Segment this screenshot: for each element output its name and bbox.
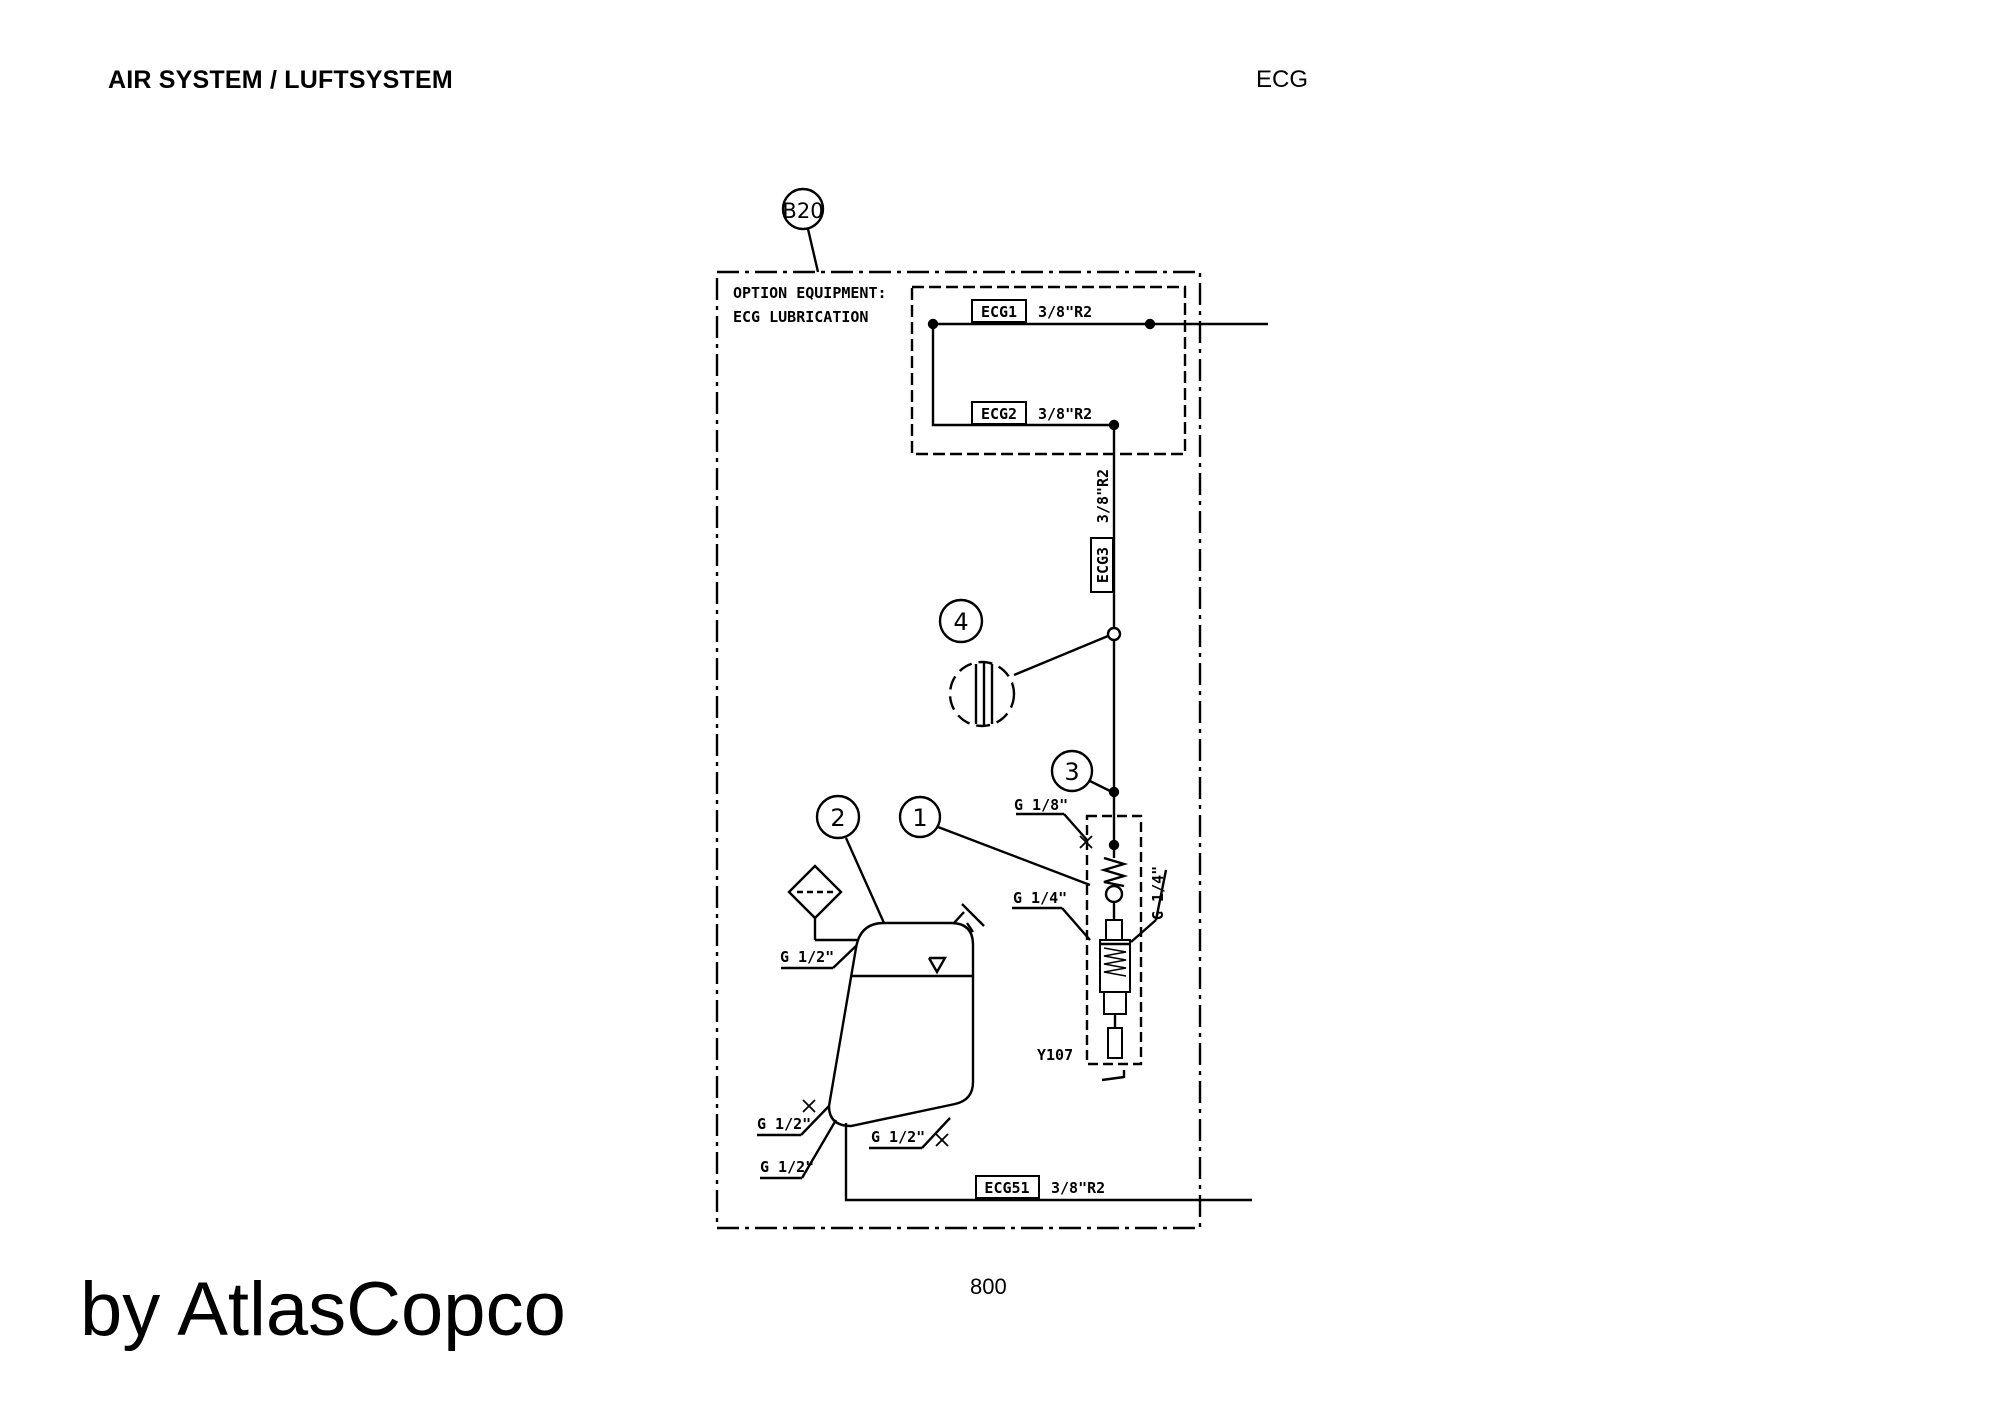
port-g12-top-label: G 1/2"	[780, 948, 834, 966]
ecg51-spec: 3/8"R2	[1051, 1179, 1105, 1197]
valve-enclosure	[1085, 814, 1143, 1066]
ecg2-spec: 3/8"R2	[1038, 405, 1092, 423]
ecg1-spec: 3/8"R2	[1038, 303, 1092, 321]
item-2-number: 2	[830, 804, 845, 832]
item-1-number: 1	[912, 804, 927, 832]
item-1-pump-valve: 1 G 1/8" G 1/4"	[898, 795, 1168, 1082]
item-4-number: 4	[953, 608, 968, 636]
ecg2-tag: ECG2	[981, 405, 1017, 423]
ecg1-tag: ECG1	[981, 303, 1017, 321]
port-g18-label: G 1/8"	[1014, 796, 1068, 814]
ecg3-tag: ECG3	[1094, 547, 1112, 583]
port-g12-left-label: G 1/2"	[757, 1115, 811, 1133]
option-reference-bubble: B20	[781, 187, 825, 273]
line-ecg3: ECG3 3/8"R2	[1090, 425, 1122, 851]
option-boundary	[715, 270, 1202, 1230]
item-4-clamp: 4	[938, 598, 1109, 728]
line-ecg2: ECG2 3/8"R2	[931, 324, 1120, 431]
ecg3-spec: 3/8"R2	[1094, 469, 1112, 523]
page-title: AIR SYSTEM / LUFTSYSTEM	[108, 66, 453, 94]
inner-boundary	[910, 285, 1187, 456]
item-3-number: 3	[1064, 758, 1079, 786]
option-reference-label: B20	[782, 199, 823, 223]
line-ecg1: ECG1 3/8"R2	[927, 299, 1268, 330]
page-number: 800	[970, 1274, 1007, 1299]
option-text-line2: ECG LUBRICATION	[733, 308, 868, 326]
option-text-line1: OPTION EQUIPMENT:	[733, 284, 887, 302]
solenoid-label: Y107	[1037, 1046, 1073, 1064]
port-g12-bottom-right-label: G 1/2"	[871, 1128, 925, 1146]
ecg51-tag: ECG51	[984, 1179, 1029, 1197]
port-g12-bottom-left-label: G 1/2"	[760, 1158, 814, 1176]
port-g14-left-label: G 1/4"	[1013, 889, 1067, 907]
port-g14-right-label: G 1/4"	[1149, 866, 1167, 920]
brand-caption: by AtlasCopco	[80, 1267, 566, 1352]
item-2-oil-tank: 2 G 1/2" G 1/2"	[757, 794, 985, 1180]
section-code: ECG	[1256, 66, 1309, 93]
item-3-callout: 3	[1050, 749, 1113, 794]
line-ecg51: ECG51 3/8"R2	[844, 1123, 1252, 1202]
